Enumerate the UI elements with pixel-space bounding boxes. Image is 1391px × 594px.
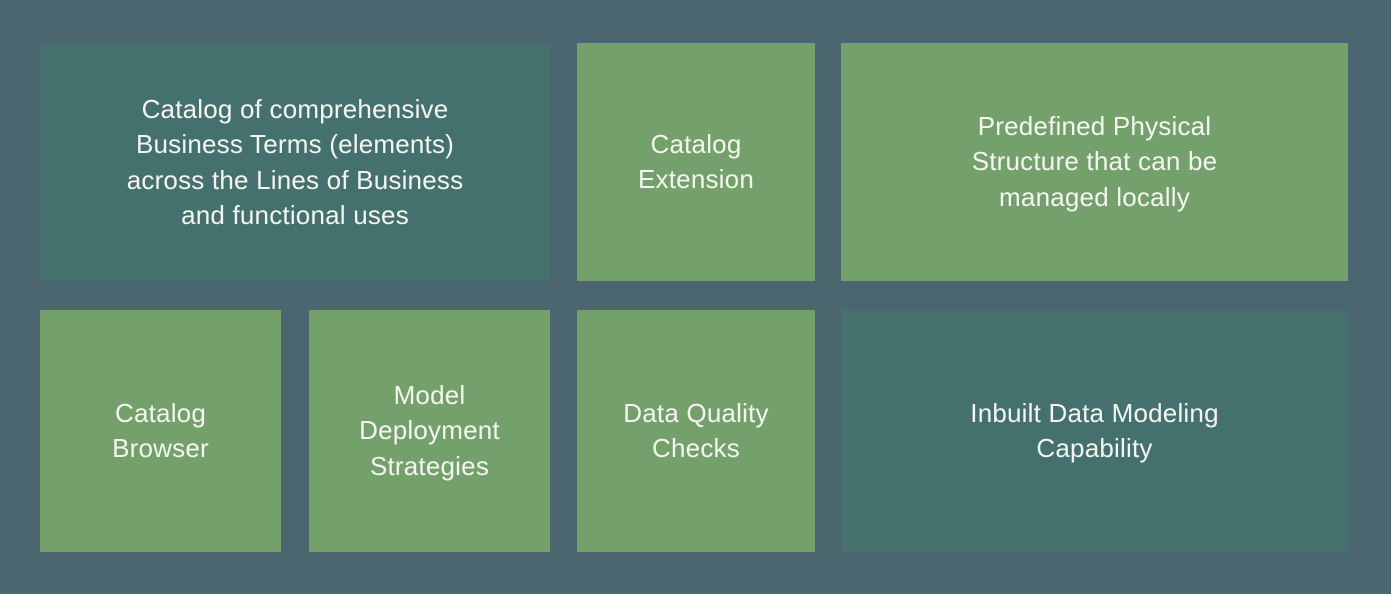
tile-business-terms-catalog: Catalog of comprehensive Business Terms … — [40, 44, 550, 281]
tile-predefined-physical-structure-label: Predefined Physical Structure that can b… — [971, 111, 1218, 212]
tile-data-quality-checks: Data Quality Checks — [577, 310, 815, 552]
tile-model-deployment-strategies-label: Model Deployment Strategies — [359, 380, 500, 481]
tile-catalog-extension-label: Catalog Extension — [638, 128, 754, 194]
tile-data-quality-checks-label: Data Quality Checks — [623, 397, 769, 463]
tile-predefined-physical-structure: Predefined Physical Structure that can b… — [841, 43, 1348, 281]
tile-catalog-browser: Catalog Browser — [40, 310, 281, 552]
tile-model-deployment-strategies: Model Deployment Strategies — [309, 310, 550, 552]
tile-inbuilt-data-modeling: Inbuilt Data Modeling Capability — [841, 310, 1348, 552]
tile-catalog-extension: Catalog Extension — [577, 43, 815, 281]
tile-inbuilt-data-modeling-label: Inbuilt Data Modeling Capability — [970, 397, 1219, 463]
tile-business-terms-catalog-label: Catalog of comprehensive Business Terms … — [126, 94, 464, 230]
tile-catalog-browser-label: Catalog Browser — [112, 397, 209, 463]
